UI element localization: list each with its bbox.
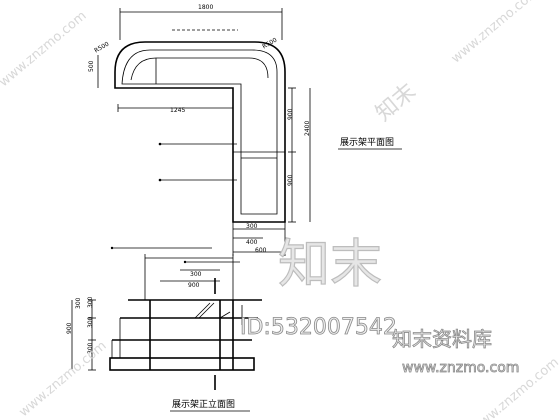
- plan-dim-inner: 1245: [170, 107, 185, 114]
- plan-view: 1800 R500 R500 500 1245 900 900 2400: [88, 4, 402, 256]
- watermark-id: ID:532007542: [240, 315, 397, 340]
- plan-dim-bottom-b: 400: [246, 239, 258, 246]
- elev-dim-top-a: 300: [190, 271, 202, 278]
- plan-dim-left: 500: [88, 60, 95, 72]
- plan-dim-right-a: 900: [287, 108, 294, 120]
- elev-dim-left-total: 900: [66, 322, 73, 334]
- watermark-url-2: www.znzmo.com: [449, 0, 542, 66]
- plan-counter-outline: [114, 41, 286, 223]
- plan-dim-bottom-a: 300: [246, 223, 258, 230]
- plan-view-title: 展示架平面图: [340, 137, 394, 148]
- watermark-brand-small: 知末: [371, 79, 421, 126]
- plan-dim-right-b: 900: [287, 174, 294, 186]
- watermark-site-cn: 知末资料库: [392, 327, 492, 351]
- plan-dim-bottom-c: 600: [255, 247, 267, 254]
- plan-radius-left: R500: [93, 41, 110, 55]
- elev-dim-left-b: 300: [87, 316, 94, 328]
- plan-dim-right-total: 2400: [304, 121, 311, 136]
- watermark-url-1: www.znzmo.com: [0, 8, 90, 90]
- elevation-view: 300 900 300 300 300 900 300: [66, 246, 262, 412]
- elev-dim-left-c: 300: [87, 342, 94, 354]
- plan-dim-top: 1800: [198, 4, 213, 11]
- elev-dim-top-b: 900: [188, 282, 200, 289]
- elev-dim-left-a: 300: [87, 296, 94, 308]
- elev-dim-left-d: 300: [75, 297, 82, 309]
- elevation-view-title: 展示架正立面图: [172, 398, 235, 410]
- elev-base: [109, 357, 255, 371]
- watermark-url-3: www.znzmo.com: [16, 338, 109, 420]
- watermark-site-url: www.znzmo.com: [402, 360, 519, 376]
- watermark-brand-big: 知末: [278, 235, 382, 295]
